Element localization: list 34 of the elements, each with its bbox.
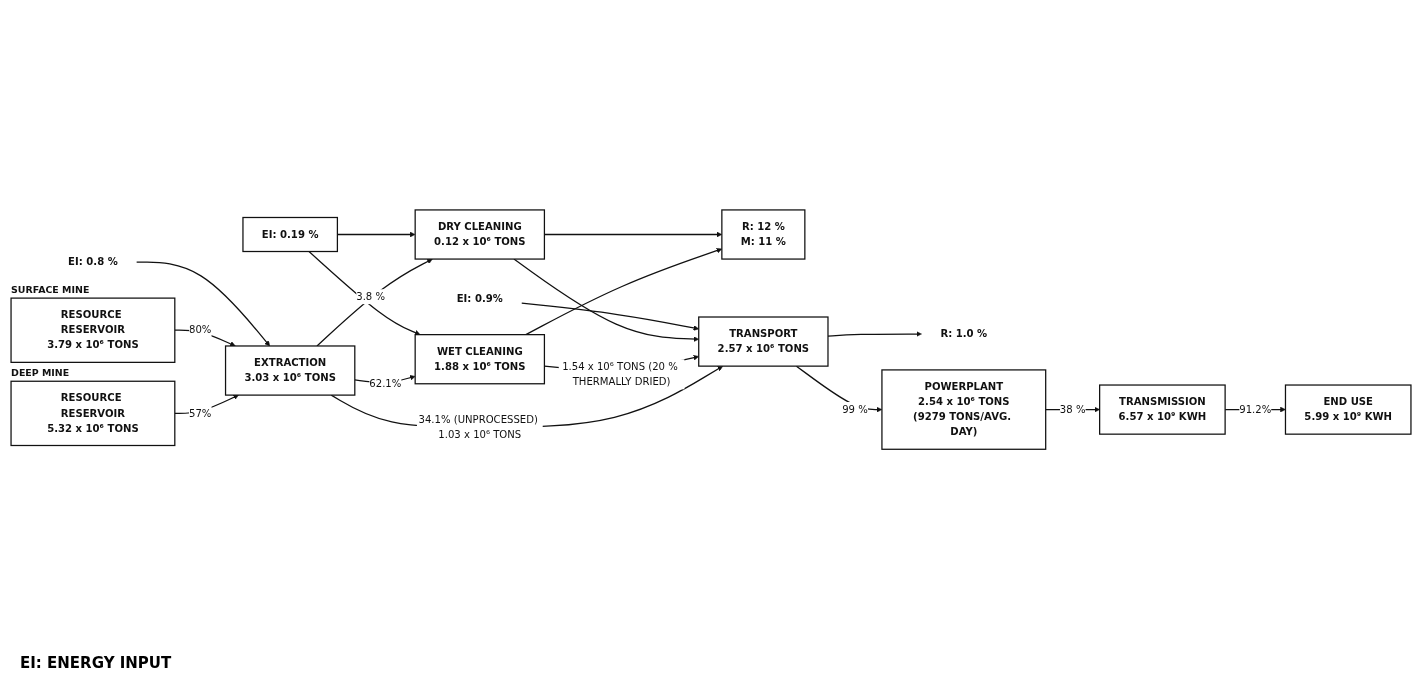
node-box: EI: 0.19 %	[242, 216, 339, 252]
node-box: RESOURCE RESERVOIR 5.32 x 10⁶ TONS	[10, 380, 176, 446]
node-box: TRANSPORT 2.57 x 10⁶ TONS	[698, 316, 829, 367]
arrow	[330, 365, 723, 428]
edge-label: 80%	[188, 323, 212, 336]
node-box: END USE 5.99 x 10⁹ KWH	[1284, 384, 1412, 435]
node-box: DRY CLEANING 0.12 x 10⁶ TONS	[414, 209, 546, 260]
edge-label: 99 %	[842, 403, 868, 416]
arrow	[521, 302, 699, 331]
edge-label: 57%	[188, 406, 212, 419]
node-box: R: 12 % M: 11 %	[721, 209, 806, 260]
arrow	[316, 258, 433, 347]
arrow	[513, 258, 699, 342]
edge-label: 62.1%	[369, 377, 402, 390]
node-text: EI: 0.9%	[456, 292, 503, 305]
edge-label: 3.8 %	[356, 290, 386, 303]
arrow	[136, 261, 270, 347]
node-box: POWERPLANT 2.54 x 10⁶ TONS (9279 TONS/AVG. DAY)	[881, 369, 1047, 450]
note-text: EI: ENERGY INPUT	[20, 654, 172, 672]
node-box: EXTRACTION 3.03 x 10⁶ TONS	[224, 345, 356, 396]
node-box: RESOURCE RESERVOIR 3.79 x 10⁶ TONS	[10, 297, 176, 363]
arrow	[827, 331, 922, 337]
node-text: R: 1.0 %	[940, 327, 988, 340]
arrow	[174, 329, 236, 347]
node-caption: DEEP MINE	[11, 367, 70, 379]
node-box: WET CLEANING 1.88 x 10⁶ TONS	[414, 333, 546, 385]
edge-label: 1.54 x 10⁶ TONS (20 % THERMALLY DRIED)	[562, 360, 678, 388]
edge-label: 34.1% (UNPROCESSED) 1.03 x 10⁶ TONS	[418, 413, 538, 441]
arrow	[174, 394, 239, 414]
edge-label: 38 %	[1059, 403, 1086, 416]
node-box: TRANSMISSION 6.57 x 10⁹ KWH	[1099, 384, 1226, 435]
edge-label: 91.2%	[1239, 403, 1272, 416]
node-caption: SURFACE MINE	[11, 283, 90, 295]
node-text: EI: 0.8 %	[68, 255, 118, 268]
